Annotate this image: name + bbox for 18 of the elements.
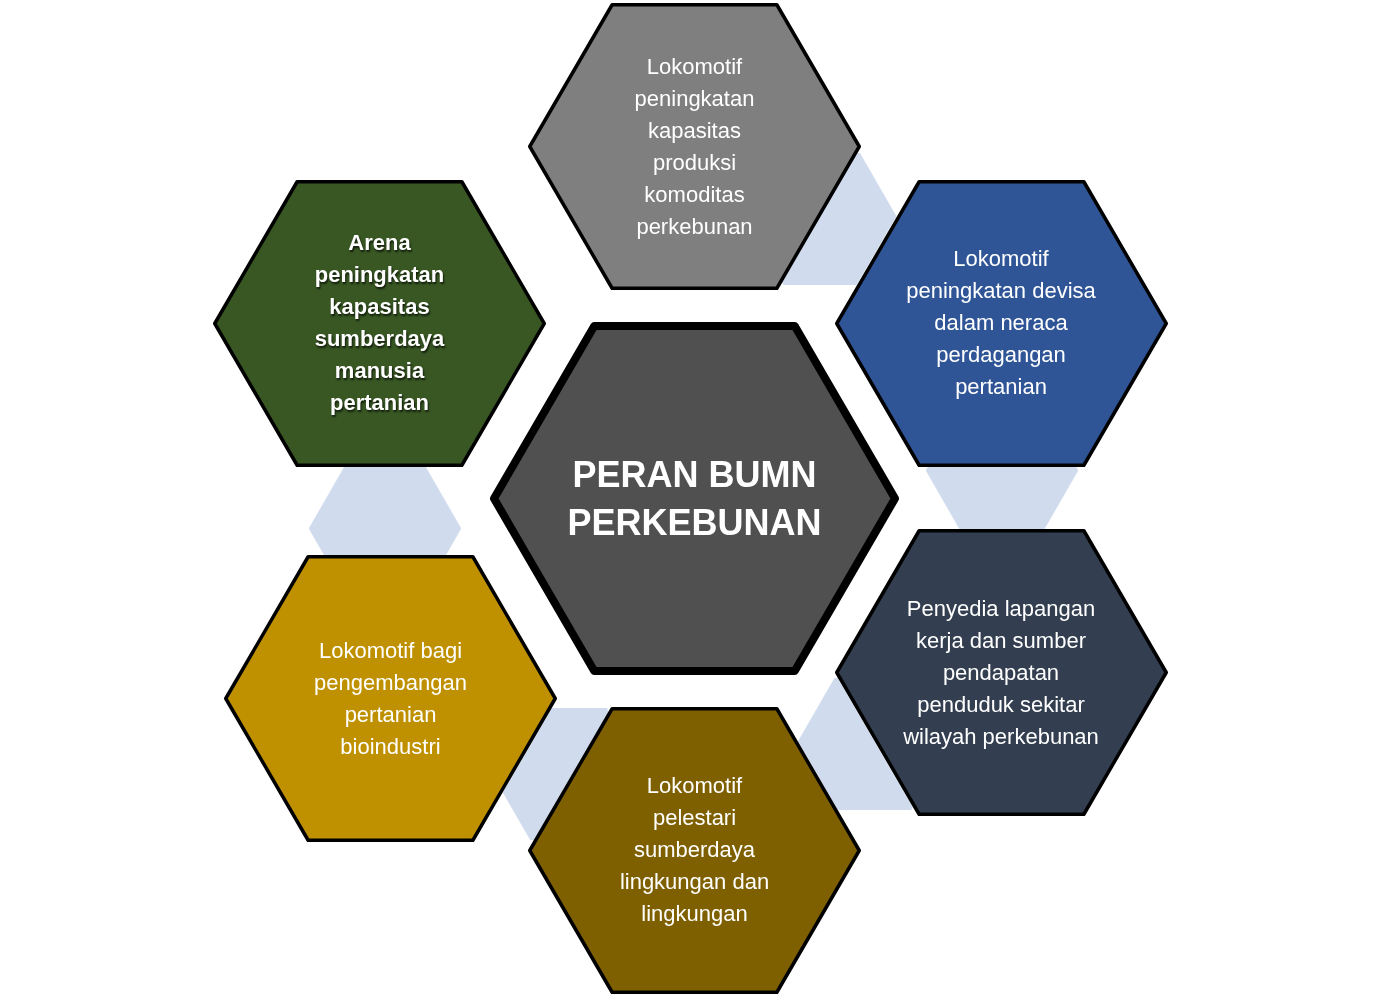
connector-hexagon (502, 708, 609, 840)
hexagon-label: Penyedia lapangan kerja dan sumber pendapatan penduduk sekitar wilayah perkebunan (902, 594, 1100, 751)
connector-hexagon (926, 466, 1078, 529)
hexagon-node (224, 555, 557, 842)
hexagon-label: Lokomotif pelestari sumberdaya lingkungan dan lingkungan (619, 772, 770, 928)
hexagon-label: Lokomotif peningkatan devisa dalam neraca perdagangan pertanian (905, 245, 1097, 401)
hexagon-node (834, 529, 1168, 816)
hexagon-label: Arena peningkatan kapasitas sumberdaya manusia pertanian (314, 229, 445, 417)
connector-hexagon (309, 466, 461, 555)
hexagon-node (213, 179, 546, 467)
hexagon-node (528, 3, 861, 290)
hexagon-node (834, 179, 1168, 467)
central-hexagon (490, 322, 899, 675)
hexagon-node (528, 706, 861, 994)
central-title: PERAN BUMN PERKEBUNAN (566, 452, 823, 545)
hexagon-label: Lokomotif bagi pengembangan pertanian bioindustri (313, 636, 468, 761)
hexagon-label: Lokomotif peningkatan kapasitas produksi komoditas perkebunan (634, 52, 755, 241)
connector-hexagon (782, 153, 897, 285)
